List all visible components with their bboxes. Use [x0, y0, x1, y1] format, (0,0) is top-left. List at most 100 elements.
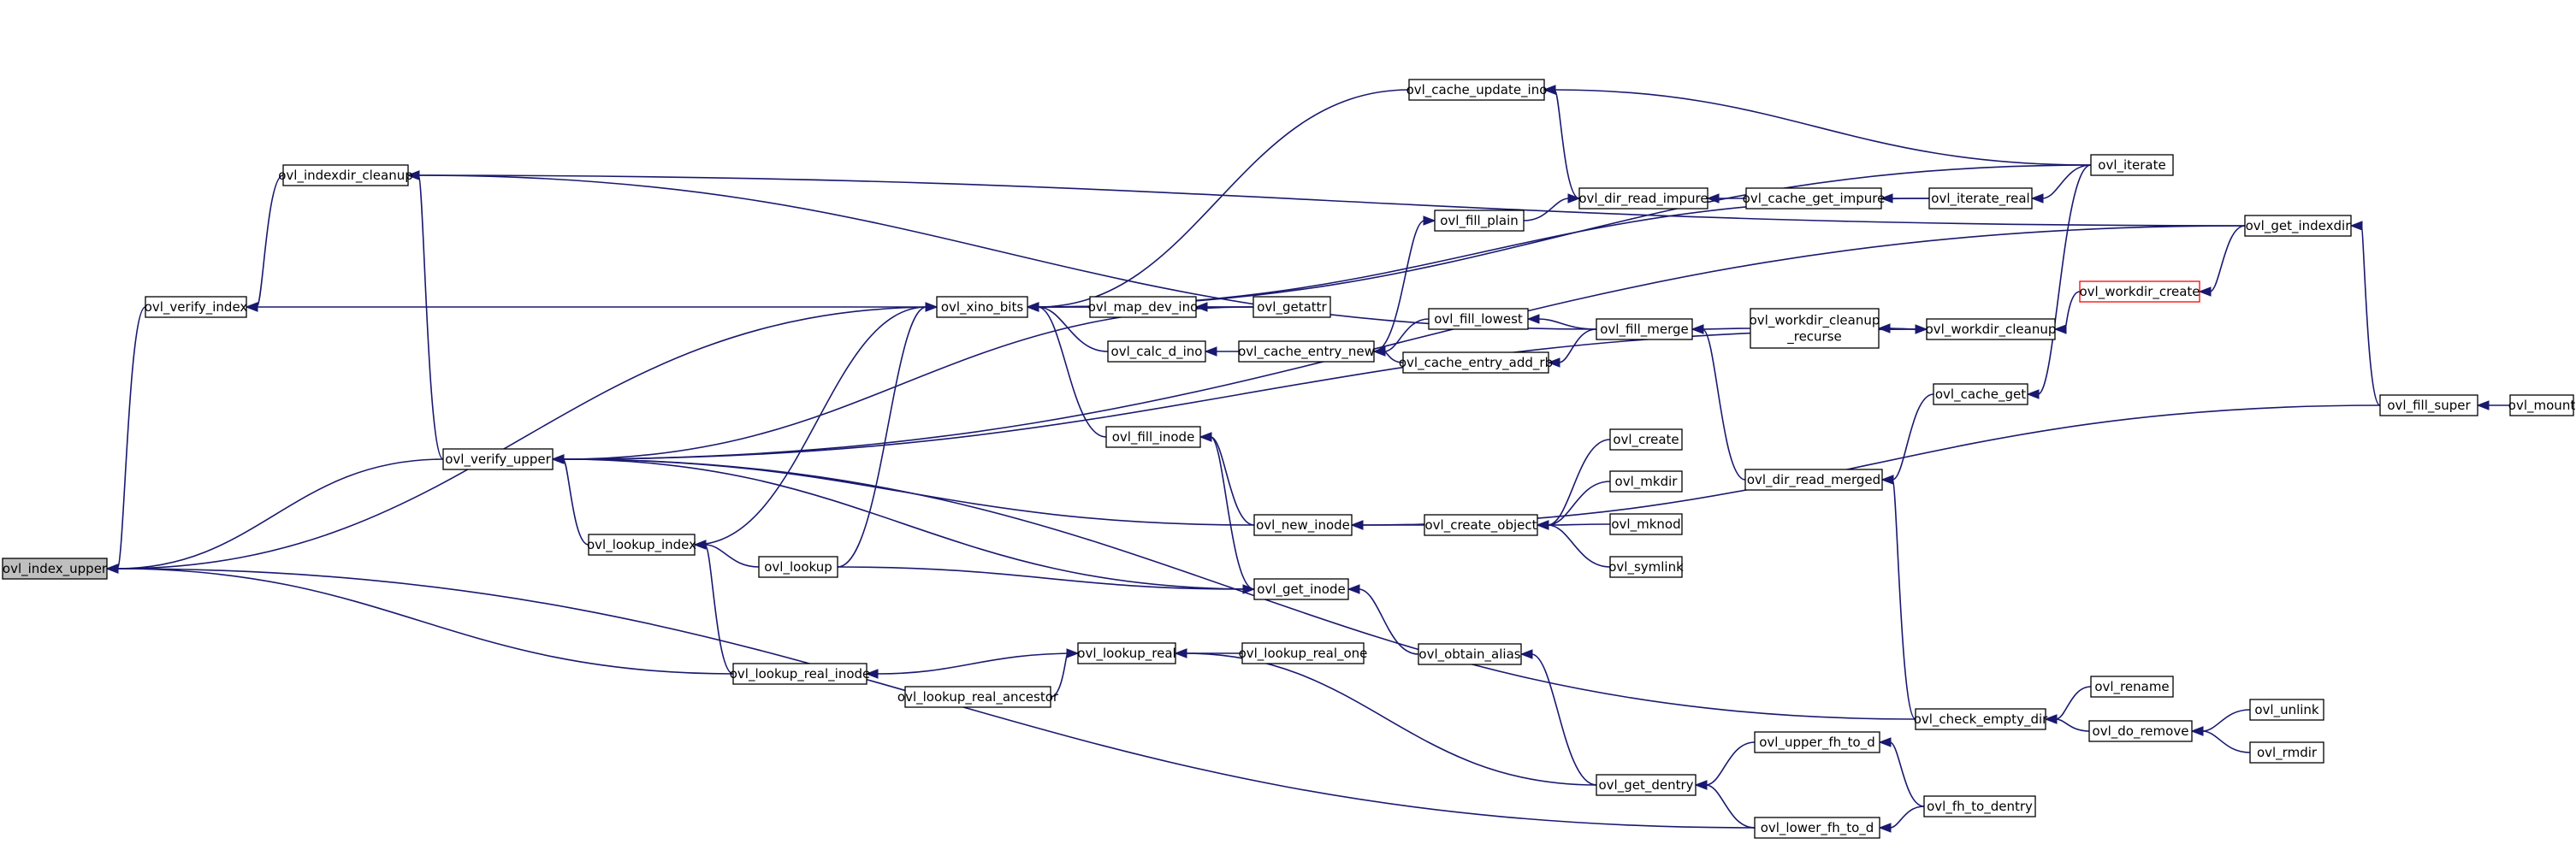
- node-ovl-calc-d-ino[interactable]: ovl_calc_d_ino: [1107, 340, 1206, 363]
- node-ovl-lower-fh-to-d[interactable]: ovl_lower_fh_to_d: [1754, 817, 1880, 839]
- node-label: ovl_get_indexdir: [2246, 218, 2352, 234]
- node-ovl-workdir-create[interactable]: ovl_workdir_create: [2079, 280, 2200, 303]
- node-ovl-map-dev-ino[interactable]: ovl_map_dev_ino: [1088, 296, 1199, 318]
- node-label: ovl_cache_entry_new: [1238, 344, 1375, 360]
- edge-arrowhead: [551, 454, 565, 464]
- node-ovl-symlink[interactable]: ovl_symlink: [1608, 556, 1684, 578]
- edge-line: [2037, 164, 2092, 395]
- edge-ovl-getattr-to-ovl-map-dev-ino: [1194, 302, 1253, 312]
- node-box: [1609, 470, 1683, 493]
- node-ovl-lookup-index[interactable]: ovl_lookup_index: [587, 534, 696, 556]
- node-ovl-cache-entry-new[interactable]: ovl_cache_entry_new: [1238, 340, 1375, 363]
- node-ovl-get-inode[interactable]: ovl_get_inode: [1253, 578, 1349, 600]
- node-label: ovl_lookup_real_inode: [730, 666, 871, 682]
- node-box: [2379, 394, 2478, 416]
- node-ovl-mount[interactable]: ovl_mount: [2508, 394, 2576, 416]
- node-ovl-mkdir[interactable]: ovl_mkdir: [1609, 470, 1683, 493]
- edge-ovl-get-dentry-to-ovl-obtain-alias: [1519, 649, 1597, 786]
- node-ovl-fill-lowest[interactable]: ovl_fill_lowest: [1428, 308, 1529, 330]
- node-label: ovl_create: [1613, 432, 1679, 448]
- edge-arrowhead: [2190, 726, 2204, 736]
- edge-arrowhead: [1694, 780, 1708, 790]
- edge-ovl-lookup-to-ovl-get-inode: [837, 566, 1256, 594]
- edge-ovl-get-dentry-to-ovl-lookup-real: [1174, 648, 1597, 786]
- node-label: ovl_workdir_create: [2080, 284, 2200, 300]
- edge-ovl-iterate-to-ovl-xino-bits: [1026, 164, 2092, 312]
- edge-arrowhead: [693, 540, 707, 550]
- node-ovl-mknod[interactable]: ovl_mknod: [1609, 513, 1683, 535]
- node-box: [1408, 79, 1545, 101]
- node-box: [2244, 215, 2352, 237]
- node-label: ovl_create_object: [1424, 517, 1537, 534]
- node-label: ovl_new_inode: [1256, 517, 1350, 534]
- node-ovl-get-indexdir[interactable]: ovl_get_indexdir: [2244, 215, 2352, 237]
- node-ovl-fill-plain[interactable]: ovl_fill_plain: [1434, 210, 1525, 232]
- node-box: [1609, 428, 1683, 451]
- node-ovl-create[interactable]: ovl_create: [1609, 428, 1683, 451]
- node-ovl-lookup-real-one[interactable]: ovl_lookup_real_one: [1239, 642, 1368, 664]
- node-ovl-unlink[interactable]: ovl_unlink: [2249, 699, 2324, 721]
- node-ovl-cache-get-impure[interactable]: ovl_cache_get_impure: [1743, 187, 1886, 210]
- node-ovl-indexdir-cleanup[interactable]: ovl_indexdir_cleanup: [278, 164, 413, 186]
- node-ovl-verify-index[interactable]: ovl_verify_index: [145, 296, 248, 318]
- node-box: [1253, 578, 1349, 600]
- edge-line: [1705, 741, 1756, 786]
- edge-arrowhead: [1691, 324, 1704, 334]
- node-ovl-iterate-real[interactable]: ovl_iterate_real: [1928, 187, 2033, 210]
- edge-arrowhead: [2476, 400, 2490, 410]
- node-ovl-cache-update-ino[interactable]: ovl_cache_update_ino: [1406, 79, 1548, 101]
- node-label: ovl_dir_read_impure: [1578, 191, 1708, 207]
- edge-ovl-verify-index-to-ovl-index-upper: [105, 306, 146, 574]
- node-ovl-fh-to-dentry[interactable]: ovl_fh_to_dentry: [1923, 795, 2036, 817]
- edge-ovl-fill-super-to-ovl-get-indexdir: [2349, 221, 2381, 406]
- node-ovl-do-remove[interactable]: ovl_do_remove: [2088, 720, 2193, 742]
- node-ovl-upper-fh-to-d[interactable]: ovl_upper_fh_to_d: [1754, 731, 1880, 753]
- edge-arrowhead: [925, 302, 939, 312]
- edge-ovl-verify-upper-to-ovl-index-upper: [105, 458, 444, 574]
- node-ovl-workdir-cleanup[interactable]: ovl_workdir_cleanup: [1926, 318, 2057, 340]
- edge-line: [1037, 306, 1107, 438]
- node-ovl-verify-upper[interactable]: ovl_verify_upper: [442, 448, 554, 470]
- node-box: [758, 556, 838, 578]
- node-ovl-lookup[interactable]: ovl_lookup: [758, 556, 838, 578]
- edge-ovl-create-to-ovl-create-object: [1536, 439, 1611, 530]
- node-ovl-cache-get[interactable]: ovl_cache_get: [1933, 383, 2028, 405]
- node-ovl-workdir-cleanup-recurse[interactable]: ovl_workdir_cleanup_recurse: [1750, 308, 1880, 349]
- node-ovl-new-inode[interactable]: ovl_new_inode: [1253, 514, 1353, 536]
- edge-ovl-xino-bits-to-ovl-index-upper: [105, 306, 938, 574]
- edge-line: [1889, 741, 1925, 807]
- node-ovl-create-object[interactable]: ovl_create_object: [1424, 514, 1538, 536]
- node-label: ovl_fill_super: [2387, 398, 2471, 414]
- node-ovl-fill-merge[interactable]: ovl_fill_merge: [1596, 318, 1693, 340]
- edge-line: [116, 306, 146, 570]
- node-ovl-xino-bits[interactable]: ovl_xino_bits: [936, 296, 1028, 318]
- node-ovl-lookup-real[interactable]: ovl_lookup_real: [1077, 642, 1176, 664]
- node-ovl-dir-read-merged[interactable]: ovl_dir_read_merged: [1744, 469, 1883, 491]
- edge-line: [1185, 652, 1597, 786]
- node-label: ovl_map_dev_ino: [1088, 299, 1199, 316]
- node-ovl-dir-read-impure[interactable]: ovl_dir_read_impure: [1578, 187, 1708, 210]
- node-label: ovl_lookup_index: [587, 537, 696, 553]
- node-ovl-rename[interactable]: ovl_rename: [2090, 676, 2174, 698]
- edge-arrowhead: [1547, 357, 1560, 368]
- node-ovl-lookup-real-ancestor[interactable]: ovl_lookup_real_ancestor: [897, 686, 1059, 708]
- node-ovl-index-upper[interactable]: ovl_index_upper: [2, 558, 108, 580]
- edge-arrowhead: [245, 302, 258, 312]
- node-ovl-rmdir[interactable]: ovl_rmdir: [2249, 741, 2324, 764]
- node-ovl-iterate[interactable]: ovl_iterate: [2090, 154, 2174, 176]
- node-ovl-get-dentry[interactable]: ovl_get_dentry: [1596, 774, 1697, 796]
- edge-arrowhead: [1347, 584, 1360, 594]
- node-box: [1424, 514, 1538, 536]
- node-ovl-fill-super[interactable]: ovl_fill_super: [2379, 394, 2478, 416]
- node-box: [1928, 187, 2033, 210]
- edge-ovl-workdir-create-to-ovl-workdir-cleanup: [2053, 291, 2081, 334]
- node-label: ovl_dir_read_merged: [1747, 472, 1880, 488]
- node-ovl-cache-entry-add-rb[interactable]: ovl_cache_entry_add_rb: [1399, 351, 1553, 374]
- node-ovl-getattr[interactable]: ovl_getattr: [1252, 296, 1331, 318]
- node-label: ovl_obtain_alias: [1418, 646, 1520, 663]
- node-ovl-fill-inode[interactable]: ovl_fill_inode: [1105, 426, 1201, 448]
- node-ovl-lookup-real-inode[interactable]: ovl_lookup_real_inode: [730, 663, 871, 685]
- node-ovl-obtain-alias[interactable]: ovl_obtain_alias: [1418, 643, 1522, 665]
- node-ovl-check-empty-dir[interactable]: ovl_check_empty_dir: [1914, 708, 2048, 730]
- node-box: [1596, 774, 1697, 796]
